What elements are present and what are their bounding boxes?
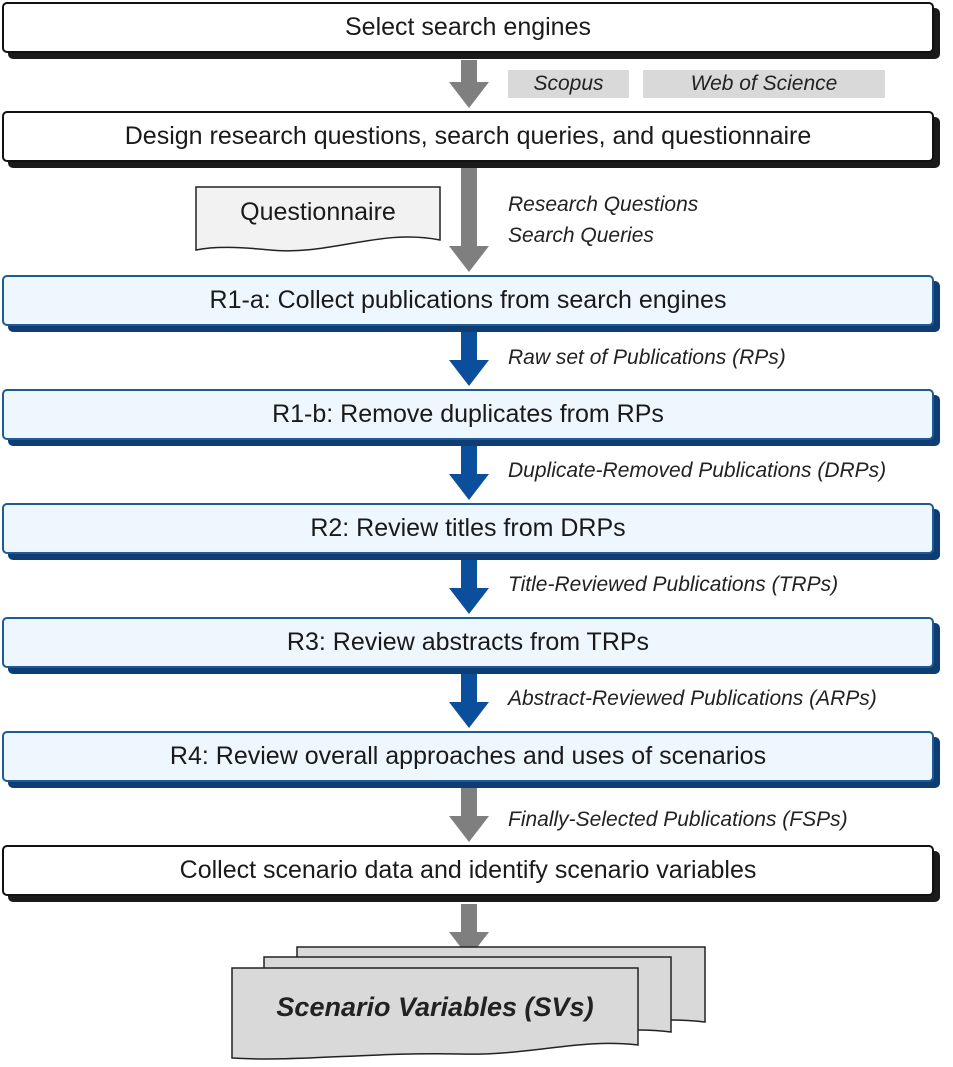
step-r2: R2: Review titles from DRPs — [2, 503, 934, 554]
arrow-design-to-r1a — [449, 168, 489, 272]
step-r3-label: R3: Review abstracts from TRPs — [286, 628, 650, 656]
arrow-r2-to-r3 — [449, 560, 489, 614]
flow-label-trps: Title-Reviewed Publications (TRPs) — [508, 573, 839, 596]
step-r4: R4: Review overall approaches and uses o… — [2, 731, 934, 782]
flow-label-drps: Duplicate-Removed Publications (DRPs) — [508, 459, 887, 482]
questionnaire-label: Questionnaire — [240, 198, 396, 226]
arrow-r3-to-r4 — [449, 674, 489, 728]
engine-tag-web-of-science: Web of Science — [643, 70, 885, 98]
step-collect-label: Collect scenario data and identify scena… — [179, 856, 757, 884]
arrow-r4-to-collect — [449, 788, 489, 842]
step-r4-label: R4: Review overall approaches and uses o… — [169, 742, 767, 770]
design-output-search-queries: Search Queries — [508, 224, 654, 247]
engine-tag-scopus: Scopus — [508, 70, 629, 98]
step-r3: R3: Review abstracts from TRPs — [2, 617, 934, 668]
output-document-stack — [231, 946, 706, 1060]
step-r1a-label: R1-a: Collect publications from search e… — [209, 286, 727, 314]
design-output-research-questions: Research Questions — [508, 193, 699, 216]
flow-label-arps: Abstract-Reviewed Publications (ARPs) — [508, 687, 877, 710]
arrow-select-to-design — [449, 60, 489, 108]
arrow-r1b-to-r2 — [449, 446, 489, 500]
step-r1b: R1-b: Remove duplicates from RPs — [2, 389, 934, 440]
engine-tag-wos-label: Web of Science — [690, 72, 838, 95]
arrow-r1a-to-r1b — [449, 332, 489, 386]
step-r1b-label: R1-b: Remove duplicates from RPs — [272, 400, 664, 428]
output-document-label: Scenario Variables (SVs) — [276, 992, 594, 1022]
step-design: Design research questions, search querie… — [2, 111, 934, 162]
step-select-search-engines: Select search engines — [2, 2, 934, 53]
step-r1a: R1-a: Collect publications from search e… — [2, 275, 934, 326]
engine-tag-scopus-label: Scopus — [533, 72, 604, 95]
step-collect: Collect scenario data and identify scena… — [2, 845, 934, 896]
step-r2-label: R2: Review titles from DRPs — [310, 514, 626, 542]
questionnaire-document-shape — [195, 186, 441, 252]
step-design-label: Design research questions, search querie… — [124, 122, 812, 150]
step-select-label: Select search engines — [345, 13, 591, 41]
flow-label-fsps: Finally-Selected Publications (FSPs) — [508, 808, 848, 831]
arrow-collect-to-output — [449, 904, 489, 958]
flow-label-rps: Raw set of Publications (RPs) — [508, 346, 786, 369]
